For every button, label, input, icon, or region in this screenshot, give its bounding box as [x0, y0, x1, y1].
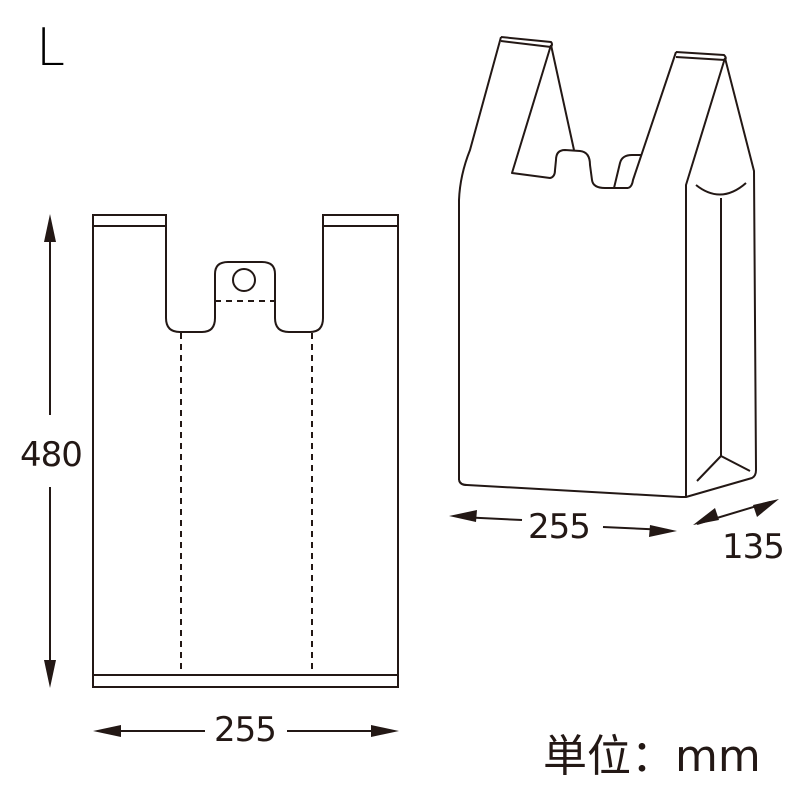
- fold-lines: [180, 300, 313, 675]
- width-dimension-arrow: [93, 725, 399, 737]
- perspective-width-label: 255: [528, 507, 591, 547]
- height-dimension-arrow: [44, 214, 56, 688]
- height-dimension-label: 480: [20, 435, 83, 475]
- width-dimension-label: 255: [214, 710, 277, 750]
- perspective-width-arrow: [449, 510, 677, 537]
- size-label: L: [36, 18, 65, 78]
- gusset-dimension-label: 135: [722, 527, 785, 567]
- gusset-dimension-arrow: [693, 499, 779, 525]
- perspective-bag-outline: [458, 36, 757, 499]
- unit-label: 単位：mm: [543, 731, 761, 782]
- hanger-hole: [232, 268, 256, 292]
- flat-bag-outline: [92, 214, 399, 688]
